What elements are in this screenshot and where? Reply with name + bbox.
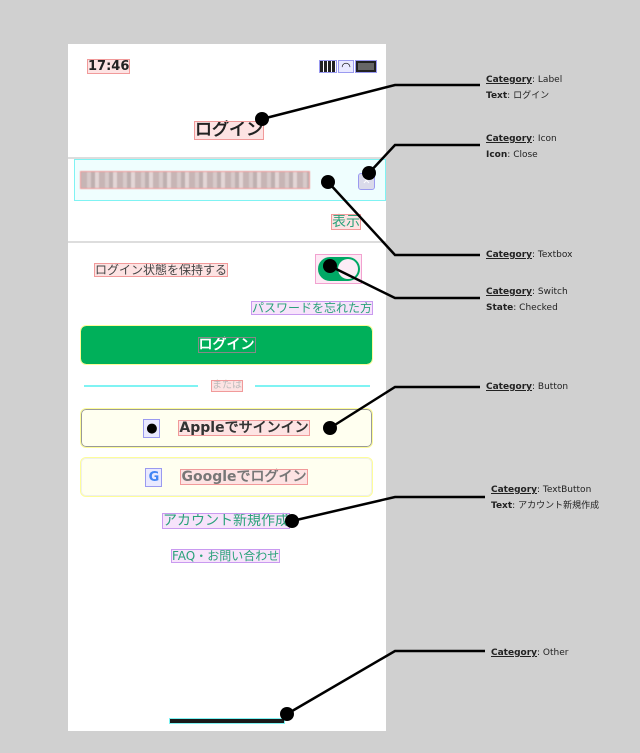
remember-me-label: ログイン状態を保持する xyxy=(93,263,229,277)
separator-line xyxy=(255,385,370,387)
signup-link[interactable]: アカウント新規作成 xyxy=(162,513,290,529)
login-button[interactable]: ログイン xyxy=(80,325,373,365)
apple-signin-label: Appleでサインイン xyxy=(178,420,310,436)
page-title: ログイン xyxy=(194,120,264,140)
phone-screen: 17:46 ◠ ログイン ✕ 表示 ログイン状態を保持する パスワードを忘れた方… xyxy=(68,44,386,731)
annotation-other: Category: Other xyxy=(491,648,569,658)
google-login-button[interactable]: G Googleでログイン xyxy=(80,457,373,497)
show-password-button[interactable]: 表示 xyxy=(331,214,361,230)
home-indicator[interactable] xyxy=(169,718,285,724)
annotation-icon: Category: Icon Icon: Close xyxy=(486,134,557,160)
email-field[interactable]: ✕ xyxy=(74,159,386,201)
divider xyxy=(68,157,386,159)
annotation-button: Category: Button xyxy=(486,382,569,392)
status-time: 17:46 xyxy=(86,59,131,74)
annotation-switch: Category: Switch State: Checked xyxy=(486,287,568,313)
divider xyxy=(68,241,386,243)
annotation-textbutton: Category: TextButton Text: アカウント新規作成 xyxy=(491,485,600,511)
separator-line xyxy=(84,385,198,387)
email-value-blurred xyxy=(80,171,310,189)
battery-icon xyxy=(355,60,377,73)
separator-text: または xyxy=(211,380,243,392)
login-button-label: ログイン xyxy=(197,337,256,353)
google-login-label: Googleでログイン xyxy=(180,469,308,485)
faq-link[interactable]: FAQ・お問い合わせ xyxy=(170,549,281,563)
forgot-password-link[interactable]: パスワードを忘れた方 xyxy=(250,301,374,315)
apple-signin-button[interactable]: ● Appleでサインイン xyxy=(80,408,373,448)
annotation-textbox: Category: Textbox xyxy=(486,250,573,260)
annotation-label: Category: Label Text: ログイン xyxy=(486,75,563,101)
status-icons: ◠ xyxy=(319,60,377,73)
wifi-icon: ◠ xyxy=(338,60,354,73)
google-icon: G xyxy=(145,467,163,487)
signal-icon xyxy=(319,60,337,73)
apple-icon: ● xyxy=(143,418,161,438)
